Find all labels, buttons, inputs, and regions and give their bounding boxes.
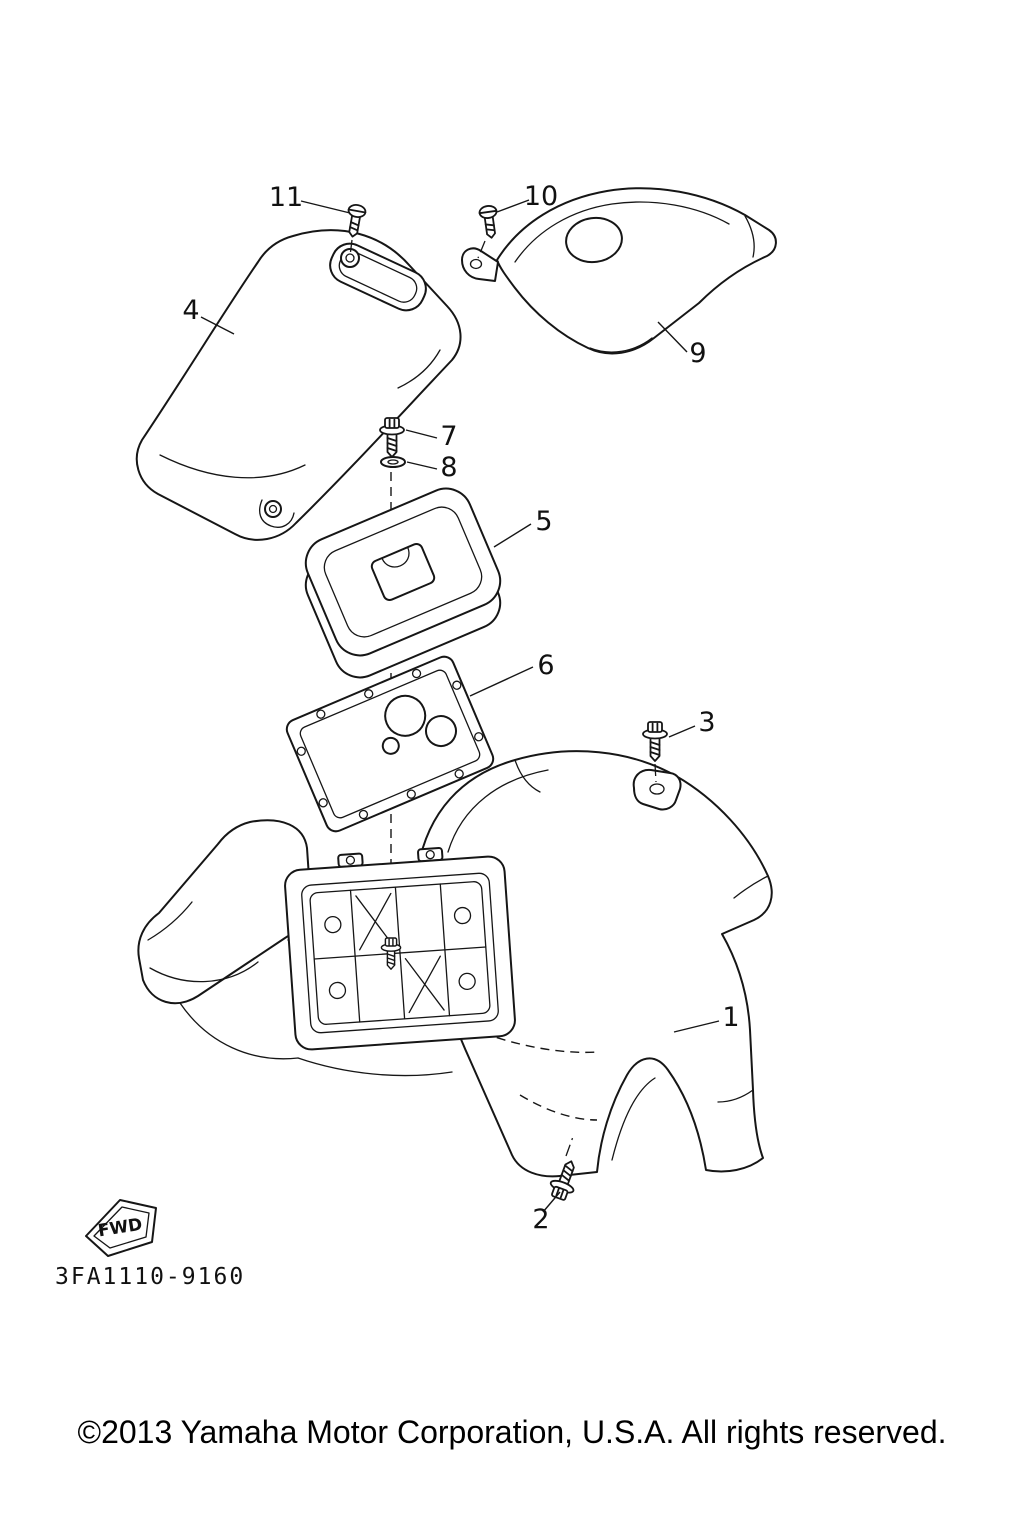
- callout-2: 2: [532, 1204, 549, 1235]
- callout-5: 5: [535, 506, 552, 537]
- copyright-text: ©2013 Yamaha Motor Corporation, U.S.A. A…: [77, 1414, 947, 1450]
- part-5-box-lid: [304, 487, 502, 679]
- callout-1: 1: [722, 1002, 739, 1033]
- callout-7: 7: [440, 421, 457, 452]
- fwd-direction-flag: FWD: [85, 1199, 157, 1257]
- callout-4: 4: [182, 295, 199, 326]
- callout-labels: 11 10 4 9 7 8 5 6 3 1 2: [182, 181, 739, 1235]
- callout-10: 10: [524, 181, 558, 212]
- part-code: 3FA1110-9160: [55, 1264, 245, 1290]
- part-9-top-cover: [461, 187, 777, 355]
- callout-3: 3: [698, 707, 715, 738]
- part-6-hole-center: [381, 736, 400, 755]
- part-1-left-panel: [137, 819, 312, 1005]
- bolt-3: [642, 721, 668, 762]
- part-5-latch-slot: [370, 542, 436, 602]
- part-6-hole-medium: [424, 715, 457, 748]
- part-9-fuel-hole: [565, 216, 623, 264]
- leader-lines: [200, 199, 720, 1213]
- callout-6: 6: [537, 650, 554, 681]
- part-4-top-cover: [135, 229, 462, 541]
- part-9-bracket: [461, 247, 499, 282]
- part-6-screw-holes: [296, 668, 484, 820]
- screw-10: [477, 203, 501, 240]
- part-1-rear-fender: [137, 750, 773, 1178]
- part-1-storage-tray: [284, 847, 516, 1051]
- part-6-gasket-plate: [285, 655, 495, 833]
- callout-8: 8: [440, 452, 457, 483]
- part-6-hole-large: [384, 694, 427, 737]
- part-4-screw-boss: [340, 248, 360, 268]
- part-1-bolt-bracket: [632, 768, 682, 811]
- callout-9: 9: [689, 338, 706, 369]
- callout-11: 11: [269, 182, 303, 213]
- washer-8: [380, 456, 406, 468]
